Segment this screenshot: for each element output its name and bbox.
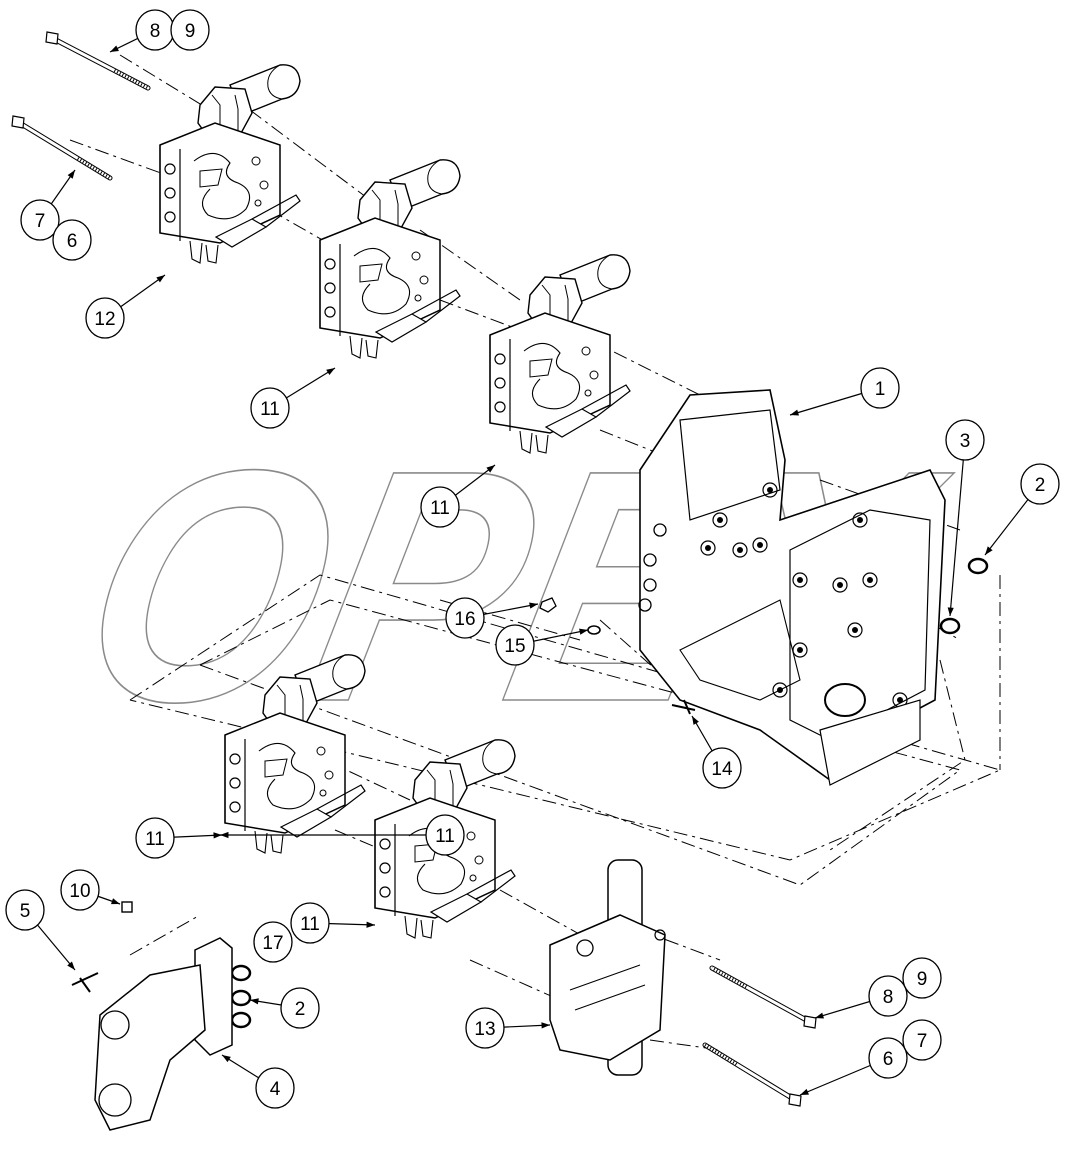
svg-text:12: 12 [94,309,115,330]
o-ring-3 [939,617,961,635]
svg-text:4: 4 [270,1079,281,1100]
callout-11-5: 11 [250,367,336,429]
svg-text:16: 16 [454,609,475,630]
callout-11-7: 11 [220,814,465,856]
svg-text:13: 13 [474,1019,495,1040]
assembly-line-1 [69,139,181,181]
callout-15-12: 15 [495,624,589,666]
callout-11-19: 11 [290,902,376,944]
bolt-bottom-1 [709,965,817,1029]
callout-2-17: 2 [249,987,320,1029]
callout-13-21: 13 [465,1007,551,1049]
callout-7-2: 7 [20,169,76,241]
callout-6-3: 6 [52,219,92,261]
svg-text:11: 11 [145,829,165,850]
assembly-line-17 [469,959,561,1001]
callout-16-11: 16 [445,597,539,639]
main-housing [638,389,946,786]
assembly-line-10 [129,574,1002,861]
assembly-line-14 [324,759,411,801]
bolt-bottom-2 [702,1042,802,1107]
svg-text:11: 11 [430,498,450,519]
valve-section-12 [159,64,301,264]
o-ring-2-a [230,964,252,982]
svg-text:1: 1 [875,379,886,400]
callout-12-4: 12 [85,274,166,339]
o-ring-2-top [967,557,989,575]
svg-text:9: 9 [917,969,928,990]
callout-11-6: 11 [420,464,496,528]
nut-16 [539,597,557,613]
callout-2-9: 2 [984,463,1060,556]
callout-9-1: 9 [170,9,210,51]
o-ring-2-c [230,1011,252,1029]
end-cover-13 [549,859,666,1076]
callout-9-23: 9 [902,957,942,999]
svg-text:6: 6 [883,1049,894,1070]
assembly-line-5 [439,299,521,331]
callout-4-20: 4 [221,1054,295,1109]
assembly-line-0 [119,54,211,111]
svg-text:2: 2 [1035,475,1046,496]
screw-14 [671,699,696,715]
assembly-line-16 [499,889,591,941]
svg-text:7: 7 [35,211,46,232]
callout-8-0: 8 [109,9,175,53]
callout-11-14: 11 [135,817,223,859]
svg-text:8: 8 [883,987,894,1008]
assembly-line-23 [439,599,581,641]
svg-text:3: 3 [960,431,971,452]
callout-8-22: 8 [814,975,908,1019]
svg-text:11: 11 [435,826,455,847]
assembly-line-18 [129,914,201,956]
assembly-line-3 [249,109,371,201]
callout-17-18: 17 [253,921,293,963]
callout-6-24: 6 [799,1037,908,1096]
callout-3-10: 3 [945,419,985,617]
callout-5-16: 5 [5,889,76,971]
callout-7-25: 7 [902,1019,942,1061]
o-ring-2-b [230,989,252,1007]
svg-text:2: 2 [295,999,306,1020]
svg-text:15: 15 [504,636,525,657]
svg-text:10: 10 [69,881,90,902]
plug-10 [121,901,133,913]
svg-text:14: 14 [711,759,733,780]
svg-text:6: 6 [67,231,78,252]
assembly-line-12 [829,659,966,851]
svg-text:9: 9 [185,21,196,42]
svg-text:7: 7 [917,1031,928,1052]
svg-text:5: 5 [20,901,31,922]
bolt-top-2 [11,115,113,181]
inlet-cover-4 [94,937,233,1131]
svg-text:11: 11 [260,399,280,420]
svg-text:11: 11 [300,914,320,935]
callout-10-15: 10 [60,869,121,911]
valve-section-11-a [319,159,461,359]
svg-text:8: 8 [150,21,161,42]
svg-text:17: 17 [262,933,283,954]
callout-1-8: 1 [789,367,900,416]
screw-5 [71,972,99,993]
bolt-top-1 [45,31,151,91]
callout-14-13: 14 [691,715,742,789]
assembly-line-11 [199,599,962,886]
